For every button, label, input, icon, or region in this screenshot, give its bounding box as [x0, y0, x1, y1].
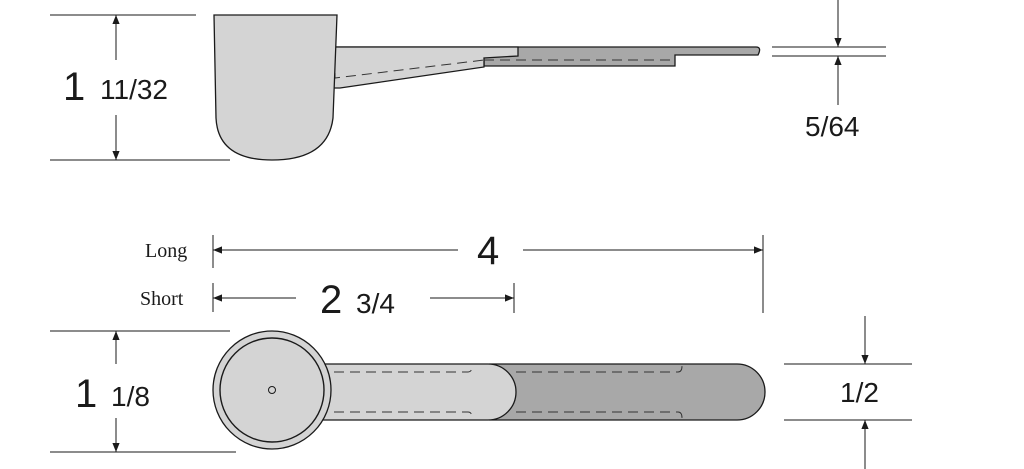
top-bowl-center-mark — [268, 386, 276, 394]
top-short-handle — [319, 363, 517, 421]
short-length-fraction: 3/4 — [356, 288, 395, 319]
top-bowl-rim — [212, 330, 332, 450]
short-length-whole: 2 — [320, 278, 342, 322]
top-view: 1 1/8 1/2 — [50, 316, 912, 469]
side-height-whole: 1 — [63, 65, 85, 109]
length-dimensions: Long 4 Short 2 3/4 — [140, 229, 764, 322]
side-bowl — [213, 14, 338, 161]
side-view: 1 11/32 5/64 — [50, 0, 886, 161]
top-bowl-inner — [219, 337, 325, 443]
top-long-handle — [489, 363, 766, 421]
short-label: Short — [140, 288, 184, 310]
long-label: Long — [145, 240, 187, 262]
long-length-value: 4 — [477, 229, 499, 273]
top-long-handle-hidden-line — [516, 365, 683, 419]
bowl-diameter-fraction: 1/8 — [111, 381, 150, 412]
thickness-label: 5/64 — [805, 111, 860, 142]
side-short-handle — [321, 46, 519, 89]
handle-width-label: 1/2 — [840, 377, 879, 408]
side-height-fraction: 11/32 — [100, 74, 168, 105]
top-short-handle-hidden-line — [334, 365, 473, 419]
bowl-diameter-whole: 1 — [75, 372, 97, 416]
